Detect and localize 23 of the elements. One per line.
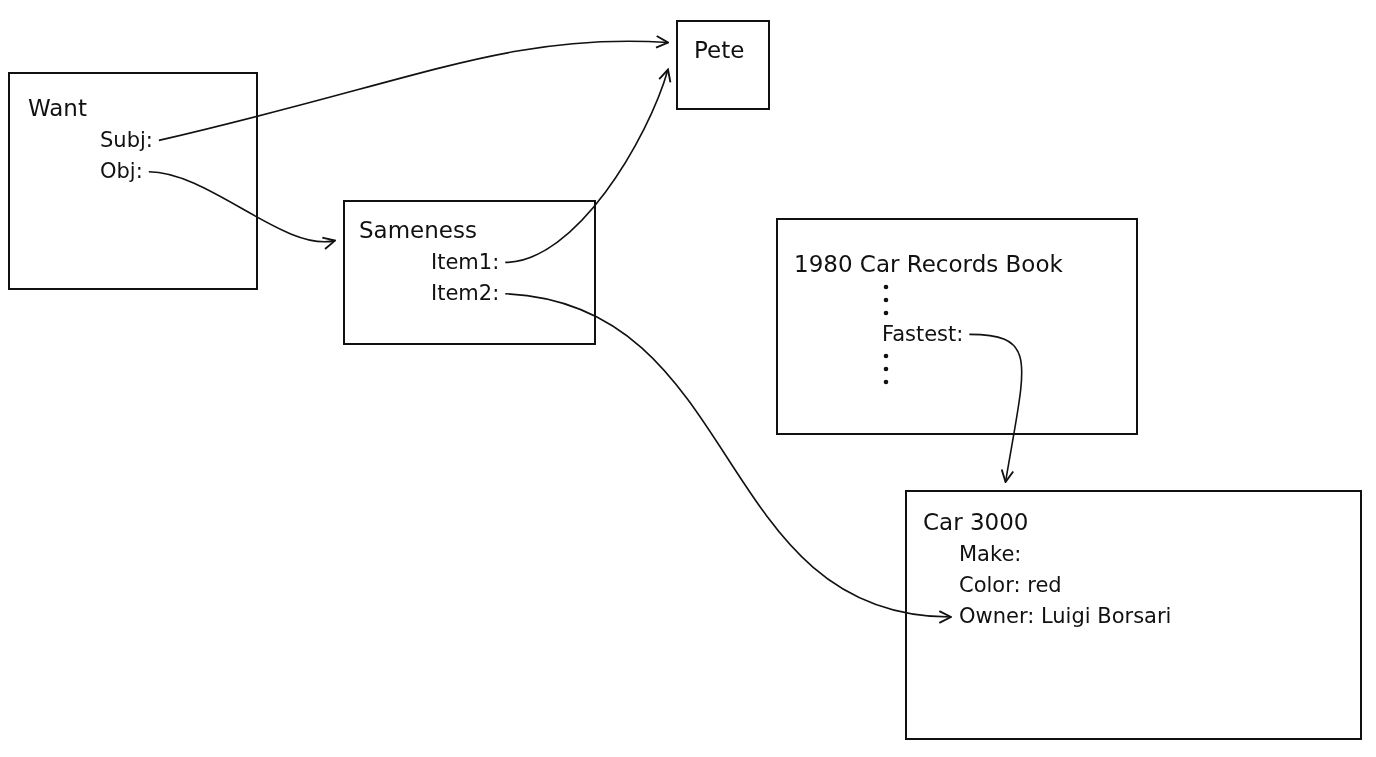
frame-box bbox=[8, 72, 258, 290]
frame-box bbox=[905, 490, 1362, 740]
frame-title: Car 3000 bbox=[923, 508, 1029, 537]
arrow bbox=[504, 292, 952, 623]
slot-label: Obj: bbox=[100, 158, 143, 186]
frame-box bbox=[343, 200, 596, 345]
arrow bbox=[148, 170, 336, 249]
slot-label: Fastest: bbox=[882, 320, 964, 349]
frame-title: Sameness bbox=[359, 216, 477, 245]
frame-title: Want bbox=[28, 94, 87, 123]
frame-title: 1980 Car Records Book bbox=[794, 250, 1063, 279]
slot-label: Item1: bbox=[431, 248, 500, 277]
slot-label: Owner: Luigi Borsari bbox=[959, 603, 1172, 631]
frame-title: Pete bbox=[694, 36, 745, 65]
arrow bbox=[504, 68, 671, 264]
frame-box bbox=[776, 218, 1138, 435]
slot-label: Subj: bbox=[100, 126, 153, 155]
frame-box bbox=[676, 20, 770, 110]
slot-label: Color: red bbox=[959, 572, 1062, 600]
arrow bbox=[968, 333, 1023, 483]
slot-label: Item2: bbox=[431, 280, 500, 308]
slot-label: Make: bbox=[959, 540, 1022, 568]
arrow bbox=[158, 35, 669, 142]
